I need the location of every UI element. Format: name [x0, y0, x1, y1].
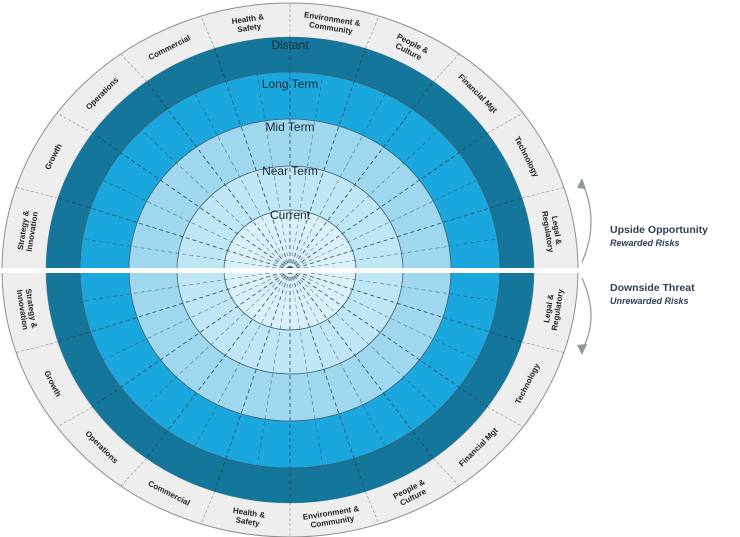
- upside-arrow: [581, 181, 592, 263]
- spoke-line: [194, 93, 291, 271]
- spoke-line: [289, 81, 434, 271]
- segment-label-line: Legal &: [542, 293, 555, 323]
- segment-divider: [16, 187, 59, 199]
- segment-spokes: [57, 37, 523, 503]
- segment-label-line: Safety: [237, 22, 263, 35]
- segment-label-health-and-safety-lower: Health &Safety: [231, 506, 266, 529]
- spoke-line: [92, 132, 291, 271]
- spoke-line: [289, 269, 439, 411]
- downside-arrow: [581, 277, 592, 351]
- spoke-line: [146, 81, 291, 271]
- segment-label-text: Health &Safety: [231, 506, 266, 529]
- spoke-line: [289, 74, 324, 271]
- spoke-line: [194, 269, 291, 447]
- ring-label-distant: Distant: [271, 38, 309, 52]
- spoke-line: [289, 93, 386, 271]
- segment-divider: [365, 15, 380, 49]
- ring-label-mid-term: Mid Term: [265, 120, 314, 134]
- spoke-line: [289, 197, 523, 271]
- upside-opportunity-title: Upside Opportunity: [610, 224, 708, 236]
- segment-divider: [365, 491, 380, 525]
- segment-divider: [16, 341, 59, 353]
- unrewarded-risks-subtitle: Unrewarded Risks: [610, 296, 689, 306]
- direction-arrows: [577, 178, 592, 355]
- upside-arrowhead: [577, 178, 586, 189]
- segment-divider: [433, 53, 460, 82]
- segment-divider: [56, 112, 93, 134]
- spoke-line: [141, 129, 291, 271]
- segment-label-line: Safety: [235, 516, 261, 529]
- segment-divider: [200, 491, 215, 525]
- spoke-line: [289, 269, 386, 447]
- spoke-line: [289, 269, 434, 459]
- spoke-line: [141, 269, 291, 411]
- segment-label-line: Legal &: [550, 215, 563, 245]
- segment-divider: [120, 458, 147, 487]
- spoke-line: [256, 74, 291, 271]
- spoke-line: [289, 269, 488, 408]
- spoke-line: [289, 269, 523, 343]
- horizontal-divider: [0, 268, 590, 273]
- spoke-line: [146, 269, 291, 459]
- ring-label-current: Current: [270, 208, 311, 222]
- spoke-line: [289, 132, 488, 271]
- ring-label-near-term: Near Term: [262, 164, 318, 178]
- segment-divider: [200, 15, 215, 49]
- spoke-line: [289, 269, 324, 466]
- segment-divider: [521, 341, 564, 353]
- spoke-line: [256, 269, 291, 466]
- segment-divider: [487, 112, 524, 134]
- spoke-line: [57, 197, 291, 271]
- ring-label-long-term: Long Term: [262, 77, 318, 91]
- spoke-line: [289, 129, 439, 271]
- spoke-line: [57, 269, 291, 343]
- downside-arrowhead: [577, 344, 587, 355]
- rewarded-risks-subtitle: Rewarded Risks: [610, 238, 680, 248]
- segment-label-text: Health &Safety: [231, 12, 266, 35]
- segment-label-health-and-safety-upper: Health &Safety: [231, 12, 266, 35]
- segment-divider: [120, 53, 147, 82]
- segment-divider: [521, 187, 564, 199]
- segment-divider: [487, 406, 524, 428]
- segment-divider: [56, 406, 93, 428]
- downside-threat-title: Downside Threat: [610, 282, 695, 294]
- segment-dividers: [16, 3, 564, 537]
- spoke-line: [92, 269, 291, 408]
- segment-divider: [433, 458, 460, 487]
